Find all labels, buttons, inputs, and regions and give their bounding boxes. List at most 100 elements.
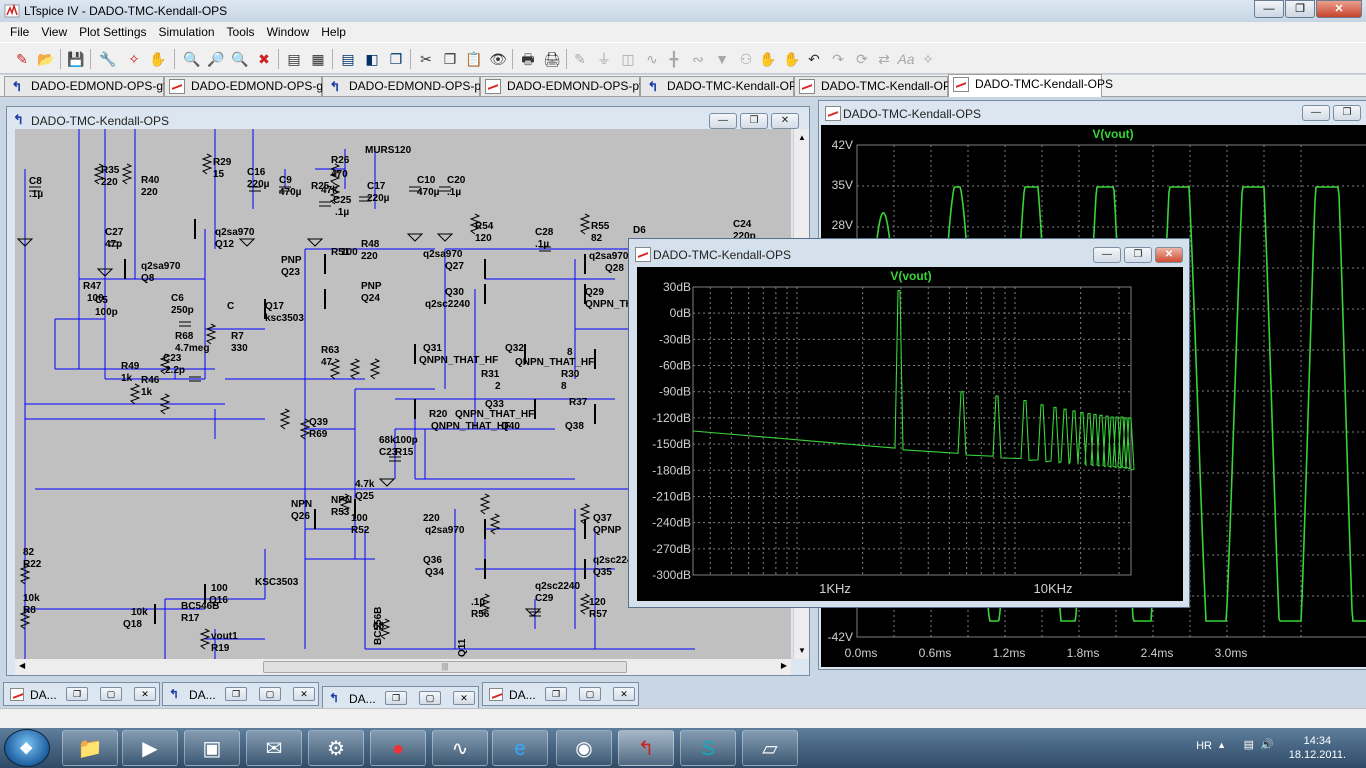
component-label: q2sa970 [425, 525, 465, 536]
redo-icon[interactable]: ↷ [832, 51, 844, 67]
paste-icon[interactable]: 📋 [465, 51, 483, 67]
zoom-in-icon[interactable]: 🔍 [183, 51, 201, 67]
minimized-window-3[interactable]: ↰ DA... ❐▢✕ [322, 686, 479, 710]
network-icon[interactable]: ▤ [1243, 739, 1254, 751]
tab-edmond-pfb-waveform[interactable]: DADO-EDMOND-OPS-pfb [480, 76, 649, 96]
minimized-window-1[interactable]: DA... ❐▢✕ [3, 682, 160, 706]
component-icon[interactable]: ⚇ [739, 51, 753, 67]
media-player-taskbar-icon[interactable]: ▶ [122, 730, 178, 766]
diode-icon[interactable]: ▼ [715, 51, 729, 67]
component-label: R63 [321, 345, 340, 356]
office-taskbar-icon[interactable]: ▣ [184, 730, 240, 766]
find-icon[interactable]: 👁 [489, 51, 507, 67]
undo-icon[interactable]: ↶ [808, 51, 820, 67]
resistor-symbol [329, 163, 341, 185]
label-net-icon[interactable]: ◫ [621, 51, 635, 67]
fft-minimize-button[interactable]: — [1093, 247, 1121, 263]
inductor-icon[interactable]: ∾ [692, 51, 704, 67]
copy-icon[interactable]: ❐ [443, 51, 457, 67]
tab-edmond-pfb-schematic[interactable]: ↰DADO-EDMOND-OPS-pfb [322, 76, 491, 96]
zoom-out-icon[interactable]: 🔍 [231, 51, 249, 67]
internet-explorer-taskbar-icon[interactable]: e [492, 730, 548, 766]
rotate-icon[interactable]: ⟳ [856, 51, 868, 67]
menu-window[interactable]: Window [266, 25, 310, 39]
tab-kendall-waveform[interactable]: DADO-TMC-Kendall-OPS [794, 76, 959, 96]
fft-restore-button[interactable]: ❐ [1124, 247, 1152, 263]
tool-taskbar-icon[interactable]: ⚙ [308, 730, 364, 766]
component-label: 47 [321, 357, 333, 368]
tray-expand-icon[interactable]: ▲ [1217, 740, 1226, 750]
ground-icon[interactable]: ⏚ [597, 51, 611, 67]
oscilloscope-taskbar-icon[interactable]: ∿ [432, 730, 488, 766]
save-icon[interactable]: 💾 [67, 51, 85, 67]
menu-simulation[interactable]: Simulation [158, 25, 215, 39]
tile-vertical-icon[interactable]: ◧ [365, 51, 379, 67]
fft-plot[interactable]: V(vout)30dB0dB-30dB-60dB-90dB-120dB-150d… [637, 267, 1183, 601]
outlook-taskbar-icon[interactable]: ✉ [246, 730, 302, 766]
scroll-up-icon[interactable]: ▲ [798, 133, 806, 142]
volume-icon[interactable]: 🔊 [1260, 739, 1274, 751]
restore-button[interactable]: ❐ [1285, 0, 1315, 18]
fft-icon[interactable]: ▦ [311, 51, 325, 67]
waveform-icon [485, 79, 501, 94]
zoom-fit-icon[interactable]: ✖ [258, 51, 270, 67]
mirror-icon[interactable]: ⇄ [878, 51, 890, 67]
minimized-window-2[interactable]: ↰ DA... ❐▢✕ [162, 682, 319, 706]
text-icon[interactable]: Aa [897, 51, 915, 67]
capacitor-icon[interactable]: ╋ [669, 51, 679, 67]
schematic-minimize-button[interactable]: — [709, 113, 737, 129]
start-button[interactable]: ❖ [4, 729, 50, 767]
drag-icon[interactable]: ✋ [783, 51, 801, 67]
waveform-restore-button[interactable]: ❐ [1333, 105, 1361, 121]
new-schematic-icon[interactable]: ✎ [16, 51, 28, 67]
horizontal-scrollbar[interactable]: ◀ ||| ▶ [15, 659, 791, 675]
tab-edmond-gfb-waveform[interactable]: DADO-EDMOND-OPS-gfb [164, 76, 333, 96]
menu-file[interactable]: File [10, 25, 30, 39]
clock[interactable]: 14:34 18.12.2011. [1289, 734, 1346, 762]
component-label: 1k [121, 373, 133, 384]
run-icon[interactable]: ✧ [128, 51, 140, 67]
wire-icon[interactable]: ✎ [574, 51, 586, 67]
app-taskbar-icon[interactable]: ▱ [742, 730, 798, 766]
component-label: Q24 [361, 293, 380, 304]
scroll-left-icon[interactable]: ◀ [19, 661, 26, 670]
menu-tools[interactable]: Tools [226, 25, 255, 39]
horizontal-scroll-thumb[interactable]: ||| [263, 661, 627, 673]
minimize-button[interactable]: — [1254, 0, 1284, 18]
ltspice-taskbar-icon[interactable]: ↰ [618, 730, 674, 766]
tile-horizontal-icon[interactable]: ▤ [341, 51, 355, 67]
scroll-right-icon[interactable]: ▶ [780, 661, 787, 670]
cut-icon[interactable]: ✂ [420, 51, 432, 67]
firefox-taskbar-icon[interactable]: ◉ [556, 730, 612, 766]
autorange-icon[interactable]: ▤ [287, 51, 301, 67]
menu-plot-settings[interactable]: Plot Settings [79, 25, 147, 39]
close-button[interactable]: ✕ [1316, 0, 1362, 18]
open-folder-icon[interactable]: 📂 [37, 51, 55, 67]
skype-taskbar-icon[interactable]: S [680, 730, 736, 766]
waveform-minimize-button[interactable]: — [1302, 105, 1330, 121]
minimized-window-4[interactable]: DA... ❐▢✕ [482, 682, 639, 706]
fft-close-button[interactable]: ✕ [1155, 247, 1183, 263]
control-panel-icon[interactable]: 🔧 [99, 51, 117, 67]
cascade-icon[interactable]: ❐ [389, 51, 403, 67]
resistor-icon[interactable]: ∿ [646, 51, 658, 67]
scroll-down-icon[interactable]: ▼ [798, 646, 806, 655]
pan-icon[interactable]: 🔎 [207, 51, 225, 67]
move-icon[interactable]: ✋ [759, 51, 777, 67]
component-label: R49 [121, 361, 140, 372]
menu-help[interactable]: Help [321, 25, 346, 39]
antivirus-taskbar-icon[interactable]: ● [370, 730, 426, 766]
schematic-restore-button[interactable]: ❐ [740, 113, 768, 129]
language-indicator[interactable]: HR [1196, 740, 1212, 752]
schematic-close-button[interactable]: ✕ [771, 113, 799, 129]
tab-kendall-schematic[interactable]: ↰DADO-TMC-Kendall-OPS [640, 76, 805, 96]
spice-directive-icon[interactable]: ✧ [922, 51, 934, 67]
tab-kendall-waveform-active[interactable]: DADO-TMC-Kendall-OPS [948, 74, 1113, 97]
tab-edmond-gfb-schematic[interactable]: ↰DADO-EDMOND-OPS-gfb [4, 76, 173, 96]
print-icon[interactable]: 🖨 [543, 51, 561, 67]
menu-view[interactable]: View [41, 25, 68, 39]
halt-icon[interactable]: ✋ [149, 51, 167, 67]
explorer-taskbar-icon[interactable]: 📁 [62, 730, 118, 766]
print-preview-icon[interactable]: 🖶 [521, 51, 535, 67]
